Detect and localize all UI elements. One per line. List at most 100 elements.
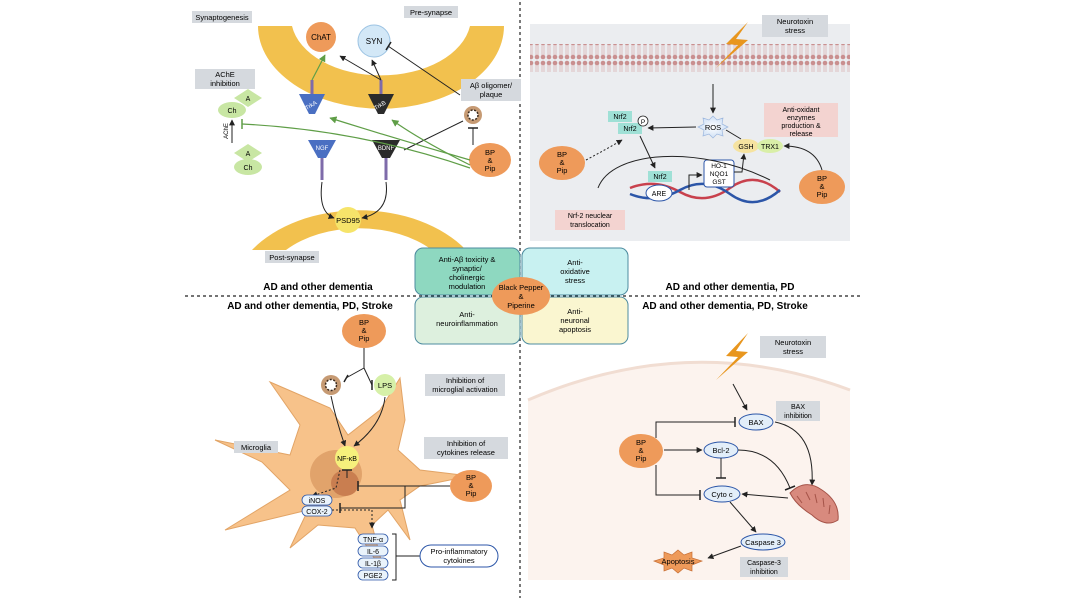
bax-label: BAX bbox=[748, 418, 763, 427]
bp-pip-q2-left-line2: & bbox=[559, 158, 564, 167]
bp-pip-q2-left[interactable] bbox=[539, 146, 585, 180]
synapse-panel: Synaptogenesis Pre-synapse Post-synapse … bbox=[192, 6, 521, 263]
lps-node bbox=[374, 374, 396, 396]
il6-node bbox=[357, 545, 389, 557]
mitochondrion bbox=[789, 484, 839, 524]
are-node bbox=[645, 184, 673, 202]
pge2-node bbox=[357, 569, 389, 581]
bp-to-trka-arrow bbox=[329, 116, 471, 161]
cytokines-release-line2: cytokines release bbox=[437, 448, 495, 457]
bp-pip-q4[interactable] bbox=[619, 434, 663, 468]
mito-to-cytoc-arrow bbox=[741, 491, 789, 499]
ache-inhibition-line2: inhibition bbox=[210, 79, 240, 88]
enzymes-to-cytokines-arrow bbox=[332, 509, 375, 529]
abeta-label-line1: Aβ oligomer/ bbox=[470, 81, 513, 90]
summary-anti-apoptosis-line3: apoptosis bbox=[559, 325, 591, 334]
summary-anti-abeta-box bbox=[414, 247, 521, 296]
a-label-top: A bbox=[246, 96, 251, 103]
summary-anti-oxidative-line2: oxidative bbox=[560, 267, 590, 276]
disease-label-q1: AD and other dementia bbox=[263, 282, 373, 293]
lightning-icon-q2 bbox=[716, 22, 748, 68]
center-label-line3: Piperine bbox=[507, 301, 535, 310]
ache-inhibition-box bbox=[195, 69, 255, 89]
summary-anti-inflammation-line2: neuroinflammation bbox=[436, 319, 498, 328]
apoptosis-cell-bg bbox=[528, 362, 850, 580]
caspase-inhibition-line2: inhibition bbox=[750, 569, 778, 576]
a-label-bottom: A bbox=[246, 151, 251, 158]
bp-pip-q3-right[interactable] bbox=[450, 470, 492, 502]
cytoc-to-caspase-arrow bbox=[729, 501, 757, 533]
nucleus-boundary-arc bbox=[597, 155, 771, 189]
abeta-plaque-core bbox=[467, 109, 479, 121]
bp-pip-q3-right-line1: BP bbox=[466, 473, 476, 482]
nrf2-box-2 bbox=[618, 123, 642, 134]
summary-anti-abeta-line3: cholinergic bbox=[449, 273, 485, 282]
antioxidant-label-box bbox=[764, 103, 838, 137]
proinflammatory-line1: Pro-inflammatory bbox=[430, 547, 487, 556]
ch-molecule-bottom bbox=[234, 159, 262, 175]
nrf2-label-2: Nrf2 bbox=[623, 126, 636, 133]
gene-gst: GST bbox=[712, 179, 725, 186]
neurotoxin-label-q4-line2: stress bbox=[783, 347, 803, 356]
center-label-line1: Black Pepper bbox=[499, 283, 544, 292]
bp-pip-q1-line2: & bbox=[487, 156, 492, 165]
ros-label: ROS bbox=[705, 123, 721, 132]
bp-pip-q3-top-line2: & bbox=[361, 326, 366, 335]
microglia-panel: BP & Pip LPS Inhibition of microglial ac… bbox=[214, 314, 508, 581]
il6-label: IL-6 bbox=[367, 549, 379, 556]
bp-pip-q4-line2: & bbox=[638, 446, 643, 455]
gsh-label: GSH bbox=[738, 144, 753, 151]
summary-anti-abeta-line4: modulation bbox=[449, 282, 486, 291]
ngf-receptor bbox=[308, 140, 336, 158]
bp-pip-q1[interactable] bbox=[469, 143, 511, 177]
psd95-node bbox=[335, 207, 361, 233]
summary-anti-abeta-line1: Anti-Aβ toxicity & bbox=[439, 255, 496, 264]
bp-pip-q2-right[interactable] bbox=[799, 170, 845, 204]
are-label: ARE bbox=[652, 191, 667, 198]
bp-pip-q4-line1: BP bbox=[636, 438, 646, 447]
bp-to-cytoc-inhibition bbox=[655, 465, 700, 496]
summary-anti-oxidative-line1: Anti- bbox=[567, 258, 583, 267]
bax-inhibition-box bbox=[776, 401, 820, 421]
microglial-activation-line1: Inhibition of bbox=[446, 376, 485, 385]
summary-anti-apoptosis-box bbox=[521, 296, 629, 345]
bdnf-label: BDNF bbox=[378, 146, 395, 152]
bp-pip-q2-right-line1: BP bbox=[817, 174, 827, 183]
chat-label: ChAT bbox=[311, 33, 331, 42]
ch-label-bottom: Ch bbox=[244, 165, 253, 172]
phospho-p-label: P bbox=[641, 119, 645, 126]
mitochondrion-cristae bbox=[796, 491, 831, 515]
psd95-label: PSD95 bbox=[336, 216, 360, 225]
abeta-to-bdnf-inhibition bbox=[403, 120, 464, 151]
abeta-to-syn-inhibition bbox=[387, 45, 461, 96]
gene-nqo1: NQO1 bbox=[710, 171, 729, 178]
pre-synapse-terminal bbox=[258, 26, 504, 109]
bax-inhibition-line1: BAX bbox=[791, 404, 805, 411]
bp-to-enzymes-inhibition bbox=[340, 485, 450, 509]
antioxidant-line3: production & bbox=[781, 123, 821, 130]
nrf2-label-1: Nrf2 bbox=[613, 114, 626, 121]
bp-pip-q3-top[interactable] bbox=[342, 314, 386, 348]
bp-to-ache-inhibition bbox=[241, 123, 471, 169]
bcl2-label: Bcl-2 bbox=[712, 446, 729, 455]
a-molecule-top bbox=[234, 89, 262, 107]
bp-pip-q2-right-line3: Pip bbox=[817, 190, 828, 199]
translocation-line1: Nrf-2 neuclear bbox=[568, 213, 613, 220]
ch-label-top: Ch bbox=[228, 108, 237, 115]
phospho-p-node bbox=[637, 115, 649, 127]
neurotoxin-label-box-q4 bbox=[760, 336, 826, 358]
ngf-to-psd95-arrow bbox=[320, 181, 335, 219]
microglial-activation-line2: microglial activation bbox=[432, 385, 497, 394]
trkb-label: TrkB bbox=[374, 100, 388, 111]
ache-label: AChE bbox=[224, 123, 230, 139]
center-black-pepper-node[interactable] bbox=[492, 277, 550, 315]
ache-inhibition-line1: AChE bbox=[215, 70, 235, 79]
antioxidant-line2: enzymes bbox=[787, 115, 816, 122]
trka-label: TrkA bbox=[305, 100, 319, 111]
trkb-to-syn-arrow bbox=[371, 59, 382, 81]
caspase3-label: Caspase 3 bbox=[745, 538, 781, 547]
caspase-inhibition-line1: Caspase-3 bbox=[747, 560, 781, 567]
summary-anti-apoptosis-line2: neuronal bbox=[560, 316, 590, 325]
bp-to-trx1-arrow bbox=[783, 143, 823, 171]
